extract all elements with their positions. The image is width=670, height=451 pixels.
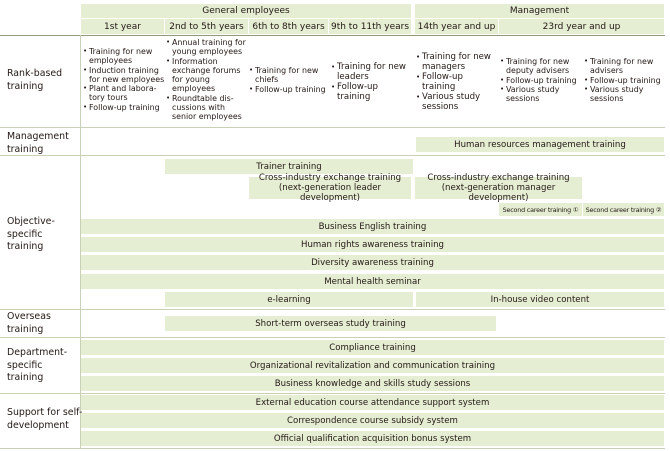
column-divider	[80, 35, 81, 448]
row-divider	[0, 393, 665, 394]
column-1st-year: 1st year	[81, 19, 164, 34]
bar-short-term-overseas: Short-term overseas study training	[165, 316, 496, 331]
list-item: Training for new leaders	[331, 62, 413, 82]
bar-external-education: External education course attendance sup…	[81, 395, 664, 410]
row-label-overseas: Overseas training	[7, 311, 51, 335]
bar-trainer-training: Trainer training	[165, 159, 413, 174]
list-item: Various study sessions	[500, 85, 582, 104]
row-divider	[0, 337, 665, 338]
header-general-employees: General employees	[81, 4, 411, 18]
list-item: Plant and labora-tory tours	[83, 84, 165, 103]
row-label-self-development: Support for self- development	[7, 407, 83, 431]
bar-business-knowledge: Business knowledge and skills study sess…	[81, 376, 664, 391]
column-14th-year-up: 14th year and up	[415, 19, 498, 34]
list-item: Follow-up training	[331, 82, 413, 102]
bar-mental-health: Mental health seminar	[81, 274, 664, 289]
list-item: Training for new managers	[416, 52, 498, 72]
bar-diversity: Diversity awareness training	[81, 255, 664, 270]
column-9th-11th-years: 9th to 11th years	[329, 19, 411, 34]
column-2nd-5th-years: 2nd to 5th years	[165, 19, 248, 34]
bar-cross-industry-leader: Cross-industry exchange training (next-g…	[249, 173, 411, 203]
list-year23-adviser: Training for new advisers Follow-up trai…	[584, 57, 664, 103]
bar-cross-industry-manager: Cross-industry exchange training (next-g…	[415, 173, 582, 203]
row-divider	[0, 309, 665, 310]
bar-org-revitalization: Organizational revitalization and commun…	[81, 358, 664, 373]
bar-qualification-bonus: Official qualification acquisition bonus…	[81, 431, 664, 446]
bar-second-career-1: Second career training ①	[499, 203, 582, 216]
bar-inhouse-video: In-house video content	[416, 292, 664, 307]
header-management: Management	[415, 4, 664, 18]
list-item: Training for new employees	[83, 47, 165, 66]
column-6th-8th-years: 6th to 8th years	[249, 19, 328, 34]
row-label-management: Management training	[7, 131, 69, 155]
list-item: Follow-up training	[249, 85, 329, 95]
list-item: Information exchange forums for young em…	[166, 57, 250, 94]
row-label-department-specific: Department- specific training	[7, 347, 68, 383]
row-divider	[0, 448, 665, 449]
bar-human-rights: Human rights awareness training	[81, 237, 664, 252]
list-year23-deputy: Training for new deputy advisers Follow-…	[500, 57, 582, 103]
list-item: Follow-up training	[83, 103, 165, 113]
bar-business-english: Business English training	[81, 219, 664, 234]
row-label-rank-based: Rank-based training	[7, 68, 63, 92]
list-years9-11: Training for new leaders Follow-up train…	[331, 62, 413, 102]
list-year1: Training for new employees Induction tra…	[83, 47, 165, 112]
row-divider	[0, 35, 665, 36]
list-item: Induction training for new employees	[83, 66, 165, 85]
list-item: Various study sessions	[416, 92, 498, 112]
list-item: Various study sessions	[584, 85, 664, 104]
list-item: Training for new chiefs	[249, 66, 329, 85]
bar-hr-management-training: Human resources management training	[416, 137, 664, 152]
list-item: Follow-up training	[500, 76, 582, 86]
bar-elearning: e-learning	[165, 292, 413, 307]
bar-second-career-2: Second career training ②	[583, 203, 664, 216]
bar-compliance: Compliance training	[81, 340, 664, 355]
list-years2-5: Annual training for young employees Info…	[166, 38, 250, 122]
list-item: Roundtable dis-cussions with senior empl…	[166, 94, 250, 122]
column-23rd-year-up: 23rd year and up	[499, 19, 664, 34]
row-label-objective-specific: Objective- specific training	[7, 216, 55, 252]
row-divider	[0, 127, 665, 128]
list-item: Follow-up training	[584, 76, 664, 86]
row-divider	[0, 155, 665, 156]
list-item: Follow-up training	[416, 72, 498, 92]
list-item: Training for new deputy advisers	[500, 57, 582, 76]
list-item: Training for new advisers	[584, 57, 664, 76]
bar-correspondence: Correspondence course subsidy system	[81, 413, 664, 428]
list-years6-8: Training for new chiefs Follow-up traini…	[249, 66, 329, 94]
list-item: Annual training for young employees	[166, 38, 250, 57]
list-year14: Training for new managers Follow-up trai…	[416, 52, 498, 112]
